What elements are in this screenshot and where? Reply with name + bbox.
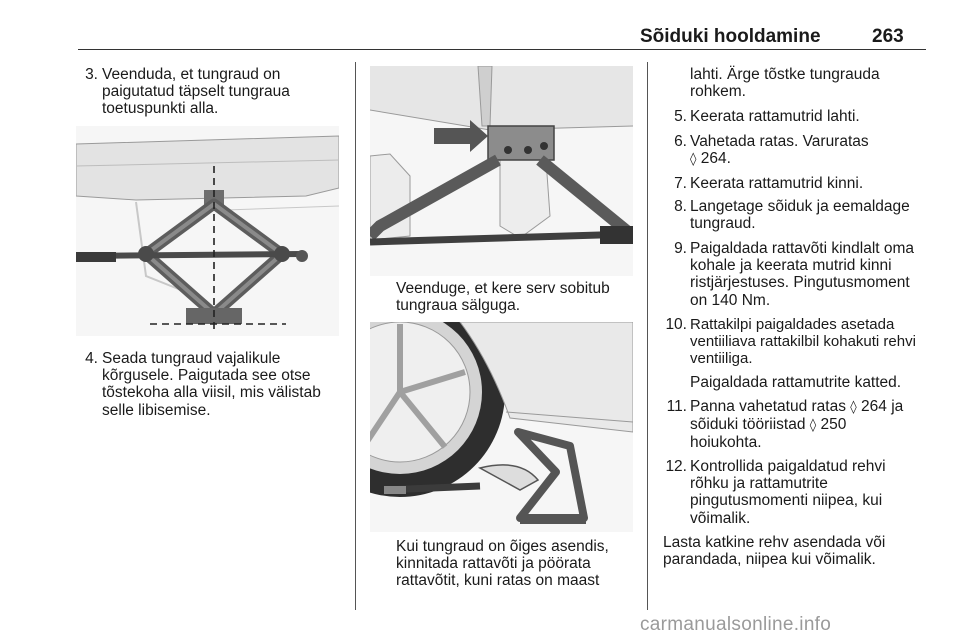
step-number: 3. xyxy=(85,66,98,83)
step-4-text: Seada tungraud vajalikule kõrgusele. Pai… xyxy=(102,350,321,419)
step-7-text: Keerata rattamutrid kinni. xyxy=(690,175,864,192)
step-number: 8. xyxy=(674,198,687,215)
step-5-text: Keerata rattamutrid lahti. xyxy=(690,108,860,125)
step-number: 7. xyxy=(674,175,687,192)
step-number: 5. xyxy=(674,108,687,125)
jack-position-illustration xyxy=(76,126,339,336)
wheel-wrench-illustration xyxy=(370,322,633,532)
step-number: 10. xyxy=(665,316,687,333)
step-number: 9. xyxy=(674,240,687,257)
page-reference: 250 xyxy=(820,416,847,434)
watermark: carmanualsonline.info xyxy=(640,614,832,635)
figure-caption-2: Kui tungraud on õiges asendis, kinnitada… xyxy=(396,538,609,590)
closing-note: Lasta katkine rehv asendada või parandad… xyxy=(663,534,886,569)
step-10-extra: Paigaldada rattamutrite katted. xyxy=(690,374,902,391)
page-reference: 264 ja xyxy=(861,398,904,415)
step-number: 12. xyxy=(665,458,687,475)
step-number: 6. xyxy=(674,133,687,150)
page-number: 263 xyxy=(872,26,904,47)
step-12-text: Kontrollida paigaldatud rehvi rõhku ja r… xyxy=(690,458,886,527)
step-number: 11. xyxy=(666,398,687,415)
figure-caption-1: Veenduge, et kere serv sobitub tungraua … xyxy=(396,280,610,315)
column-divider-1 xyxy=(355,62,356,610)
jack-notch-illustration xyxy=(370,66,633,276)
header-rule xyxy=(78,49,926,50)
section-title: Sõiduki hooldamine xyxy=(640,26,821,47)
step-6-text: Vahetada ratas. Varuratas ◊ 264. xyxy=(690,133,869,168)
page-reference: 264. xyxy=(700,150,731,168)
step-11-text: Panna vahetatud ratas ◊ 264 ja sõiduki t… xyxy=(690,398,904,452)
step-9-text: Paigaldada rattavõti kindlalt oma kohale… xyxy=(690,240,915,309)
step-3-text: Veenduda, et tungraud on paigutatud täps… xyxy=(102,66,290,118)
step-8-text: Langetage sõiduk ja eemaldage tungraud. xyxy=(690,198,910,233)
step-number: 4. xyxy=(85,350,98,367)
page-reference-icon: ◊ xyxy=(850,400,857,415)
step-10-text: Rattakilpi paigaldades asetada ventiilia… xyxy=(690,316,916,368)
page-reference-icon: ◊ xyxy=(690,152,697,168)
page-reference-icon: ◊ xyxy=(809,418,817,434)
step-continued-text: lahti. Ärge tõstke tungrauda rohkem. xyxy=(690,66,880,101)
column-divider-2 xyxy=(647,62,648,610)
